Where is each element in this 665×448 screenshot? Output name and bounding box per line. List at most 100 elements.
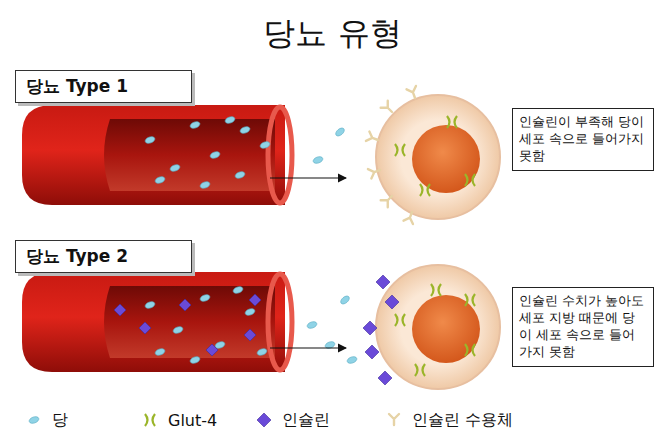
legend-item: 인슐린 수용체 [382,408,513,432]
sugar [199,293,210,302]
sugar [256,347,267,356]
path-shape [145,414,155,426]
insulin [244,329,256,341]
legend-swatch [138,408,162,432]
description-box: 인슐린 수치가 높아도 세포 지방 때문에 당이 세포 속으로 들어가지 못함 [512,287,654,367]
sugar [239,125,250,134]
vessel-rim [268,274,292,370]
arrow [270,177,346,178]
legend-text: Glut-4 [168,411,217,430]
receptor [407,86,420,100]
description-box: 인슐린이 부족해 당이 세포 속으로 들어가지 못함 [512,108,654,171]
glut4 [420,184,430,196]
vessel-lumen [104,119,275,191]
sugar [244,307,255,316]
legend-text: 인슐린 [282,410,330,431]
path-shape [431,284,441,296]
type-label-box: 당뇨 Type 2 [15,240,192,273]
blood-vessel [22,105,285,205]
sugar [154,347,165,356]
sugar [339,294,351,305]
sugar [306,320,317,329]
path-shape [381,192,396,207]
sugar [189,120,200,129]
sugar [144,300,155,309]
node-text: 인슐린 수치가 높아도 세포 지방 때문에 당이 세포 속으로 들어가지 못함 [519,293,647,361]
insulin [363,321,377,335]
sugar [144,135,155,144]
sugar [28,415,39,424]
receptor [381,192,396,207]
legend-swatch [252,408,276,432]
legend-swatch [22,408,46,432]
sugar [209,150,220,159]
insulin [179,299,191,311]
arrow [270,347,346,348]
path-shape [415,364,425,376]
insulin [376,275,390,289]
vessel-lumen [104,286,275,358]
path-shape [381,101,396,116]
glut4 [145,414,155,426]
path-shape [465,174,475,186]
legend-item: 당 [22,408,68,432]
sugar [234,170,245,179]
legend-item: 인슐린 [252,408,330,432]
glut4 [431,284,441,296]
sugar [169,163,180,172]
node-text: 당뇨 Type 2 [26,245,181,268]
path-shape [420,184,430,196]
vessel-rim [268,107,292,203]
insulin [257,413,271,427]
blood-vessel [22,272,285,372]
glut4 [395,144,405,156]
title-text: 당뇨 유형 [263,14,401,52]
insulin [365,345,379,359]
receptor [404,210,417,224]
title: 당뇨 유형 [0,12,665,56]
nucleus [412,125,480,193]
path-shape [389,414,399,425]
path-shape [465,344,475,356]
path-shape [395,144,405,156]
nucleus [412,295,480,363]
glut4 [465,174,475,186]
receptor [381,101,396,116]
path-shape [395,314,405,326]
sugar [199,180,210,189]
insulin [139,322,151,334]
type-label-box: 당뇨 Type 1 [15,70,192,103]
path-shape [447,116,457,128]
path-shape [366,132,380,145]
cell [376,95,500,219]
glut4 [395,314,405,326]
glut4 [447,116,457,128]
insulin [114,304,126,316]
receptor [389,414,399,425]
path-shape [368,165,382,178]
sugar [312,155,323,164]
path-shape [404,210,417,224]
receptor [366,132,380,145]
sugar [334,126,346,137]
sugar [259,140,270,149]
insulin [385,295,399,309]
legend-text: 당 [52,410,68,431]
path-shape [465,294,475,306]
legend-item: Glut-4 [138,408,217,432]
sugar [224,115,235,124]
sugar [346,355,357,364]
sugar [154,175,165,184]
legend-text: 인슐린 수용체 [412,410,513,431]
glut4 [465,294,475,306]
path-shape [407,86,420,100]
insulin [249,294,261,306]
legend-swatch [382,408,406,432]
sugar [172,325,183,334]
cell [376,265,500,389]
glut4 [415,364,425,376]
glut4 [465,344,475,356]
node-text: 인슐린이 부족해 당이 세포 속으로 들어가지 못함 [519,114,647,165]
insulin [206,344,218,356]
